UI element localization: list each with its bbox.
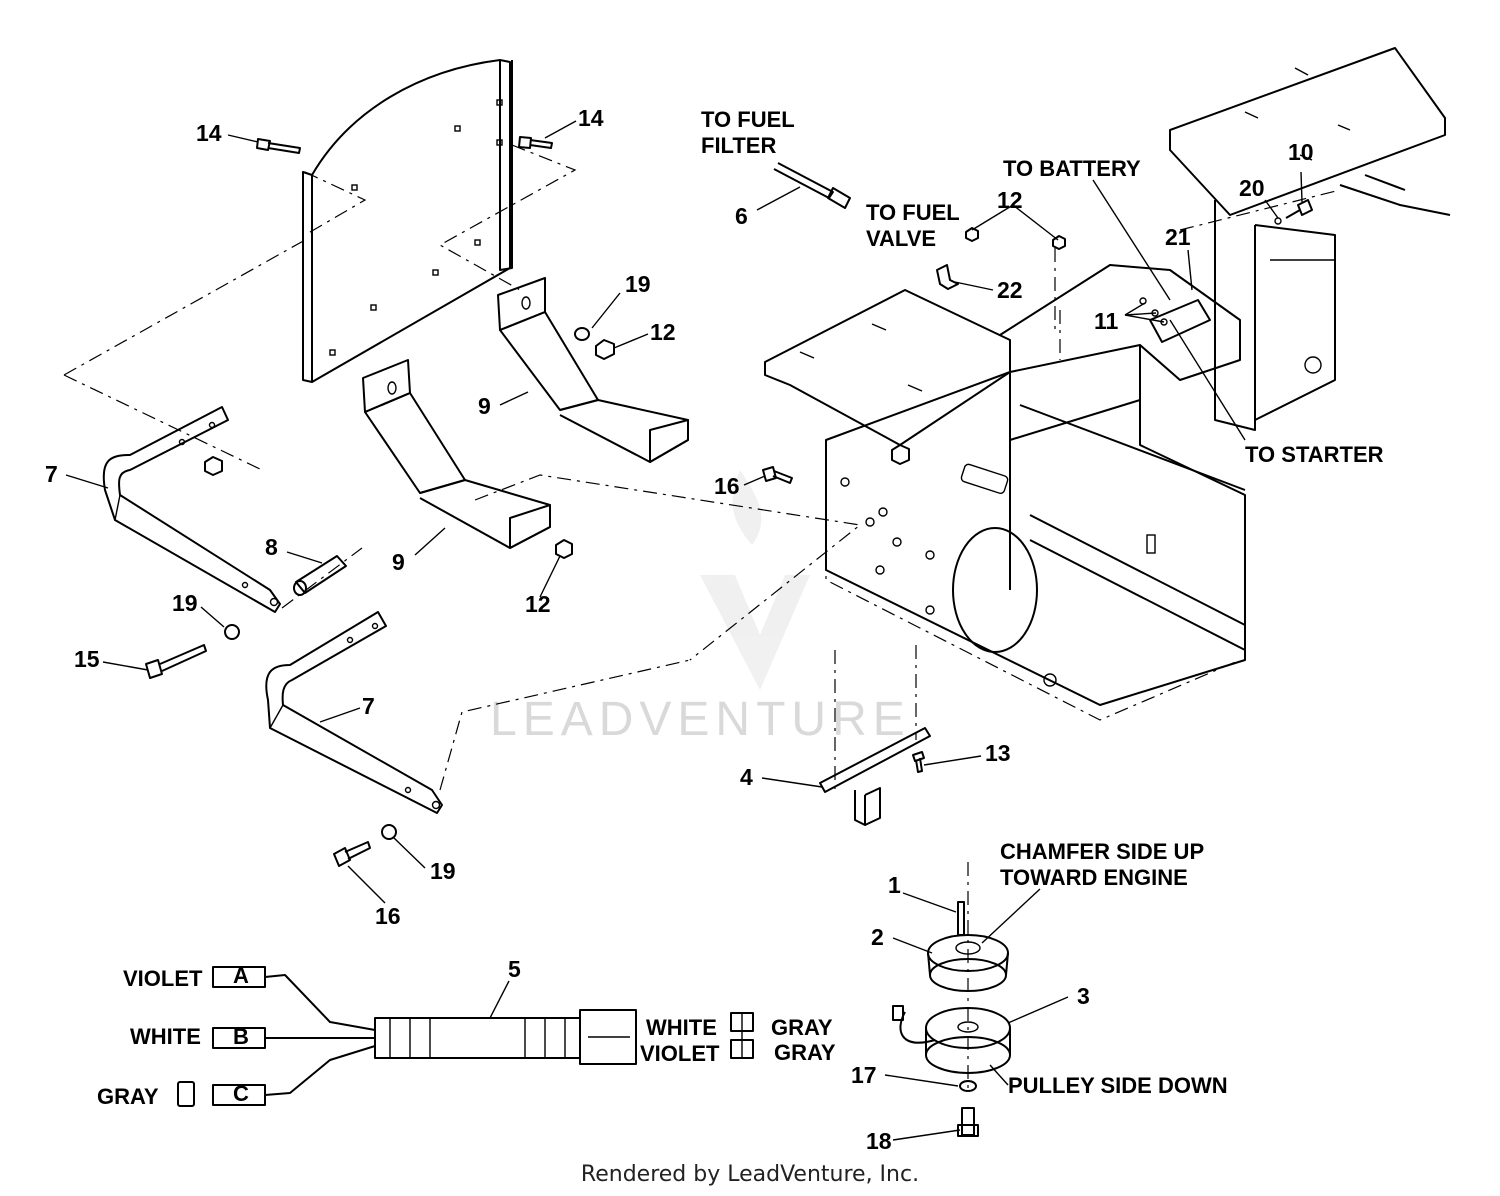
washer-20 [1274, 217, 1282, 225]
callout-7-upper: 7 [45, 461, 58, 487]
label-gray: GRAY [97, 1084, 159, 1109]
harness-labels: VIOLET WHITE GRAY WHITE VIOLET GRAY GRAY [97, 966, 836, 1109]
callout-12-top: 12 [650, 319, 676, 345]
footer-credit: Rendered by LeadVenture, Inc. [580, 1162, 920, 1187]
clip-22 [936, 264, 959, 290]
callout-19-bottom: 19 [430, 858, 456, 884]
nut-frame-right [891, 444, 910, 465]
callout-7-lower: 7 [362, 693, 375, 719]
pin-b: B [233, 1024, 249, 1049]
arm-7-upper [102, 406, 281, 613]
callout-8: 8 [265, 534, 278, 560]
clutch-3 [892, 1005, 1011, 1074]
note-to-starter: TO STARTER [1245, 442, 1384, 467]
note-to-fuel-filter-1: TO FUEL [701, 107, 795, 132]
screws-11 [1139, 297, 1168, 326]
callout-11: 11 [1094, 308, 1119, 334]
bolt-10 [1285, 199, 1313, 219]
note-chamfer-2: TOWARD ENGINE [1000, 865, 1188, 890]
fuel-line-6 [773, 162, 851, 209]
note-pulley-side: PULLEY SIDE DOWN [1008, 1073, 1228, 1098]
callout-20: 20 [1239, 175, 1265, 201]
callout-19-left: 19 [172, 590, 198, 616]
bolt-14-right [518, 136, 553, 149]
nut-12-right-b [1052, 235, 1066, 250]
pulley-2 [927, 934, 1009, 992]
callout-6: 6 [735, 203, 748, 229]
callout-9-upper: 9 [478, 393, 491, 419]
watermark-text: LEADVENTURE [490, 693, 911, 746]
bolt-16-bottom [333, 841, 371, 867]
note-chamfer-1: CHAMFER SIDE UP [1000, 839, 1204, 864]
bracket-9-upper [497, 277, 689, 463]
label-conn-gray-2: GRAY [774, 1040, 836, 1065]
label-conn-white: WHITE [646, 1015, 717, 1040]
callout-5: 5 [508, 956, 521, 982]
callout-9-lower: 9 [392, 549, 405, 575]
callout-22: 22 [997, 277, 1023, 303]
callout-16-upper: 16 [714, 473, 740, 499]
label-violet: VIOLET [123, 966, 203, 991]
callout-13: 13 [985, 740, 1011, 766]
callout-14-left: 14 [196, 120, 222, 146]
washer-19-bottom [381, 824, 397, 840]
note-to-battery: TO BATTERY [1003, 156, 1141, 181]
nut-frame-left [204, 456, 223, 476]
callout-17: 17 [851, 1062, 877, 1088]
bracket-4 [819, 727, 931, 826]
callout-4: 4 [740, 764, 753, 790]
washer-19-upper [574, 327, 590, 341]
callout-3: 3 [1077, 983, 1090, 1009]
nut-12-right-a [965, 227, 979, 242]
notes: TO FUEL FILTER TO FUEL VALVE TO BATTERY … [701, 107, 1384, 1098]
nut-12-upper [595, 339, 615, 360]
callout-21: 21 [1165, 224, 1191, 250]
pin-c: C [233, 1081, 249, 1106]
frame-chassis [764, 47, 1451, 706]
bracket-9-lower [362, 359, 551, 549]
callout-10: 10 [1288, 139, 1314, 165]
label-white: WHITE [130, 1024, 201, 1049]
spacer-8 [293, 555, 347, 596]
note-to-fuel-valve-2: VALVE [866, 226, 936, 251]
bolt-18 [957, 1107, 979, 1137]
label-conn-gray-1: GRAY [771, 1015, 833, 1040]
callout-19-top: 19 [625, 271, 651, 297]
note-to-fuel-filter-2: FILTER [701, 133, 776, 158]
bolt-16-upper [762, 466, 793, 484]
bolt-14-left [256, 138, 301, 154]
callout-2: 2 [871, 924, 884, 950]
pin-a: A [233, 963, 249, 988]
callout-16-bottom: 16 [375, 903, 401, 929]
label-conn-violet: VIOLET [640, 1041, 720, 1066]
arm-7-lower [265, 611, 443, 814]
callout-14-right: 14 [578, 105, 604, 131]
key-1 [957, 901, 965, 936]
washer-17 [959, 1080, 977, 1092]
callout-15: 15 [74, 646, 100, 672]
leader-lines [65, 120, 1303, 1141]
callout-1: 1 [888, 872, 901, 898]
bolt-15 [145, 644, 207, 679]
washer-19-left [224, 624, 240, 640]
callout-12-lower: 12 [525, 591, 551, 617]
callout-12-right: 12 [997, 187, 1023, 213]
screw-13 [912, 751, 925, 773]
nut-12-lower [555, 539, 573, 559]
watermark-logo [700, 470, 810, 690]
seat-panel [302, 59, 513, 383]
callout-numbers: 14 14 19 12 9 9 12 7 8 19 15 7 19 16 6 1… [45, 105, 1314, 1154]
callout-18: 18 [866, 1128, 892, 1154]
wire-harness-5 [177, 966, 754, 1107]
note-to-fuel-valve-1: TO FUEL [866, 200, 960, 225]
